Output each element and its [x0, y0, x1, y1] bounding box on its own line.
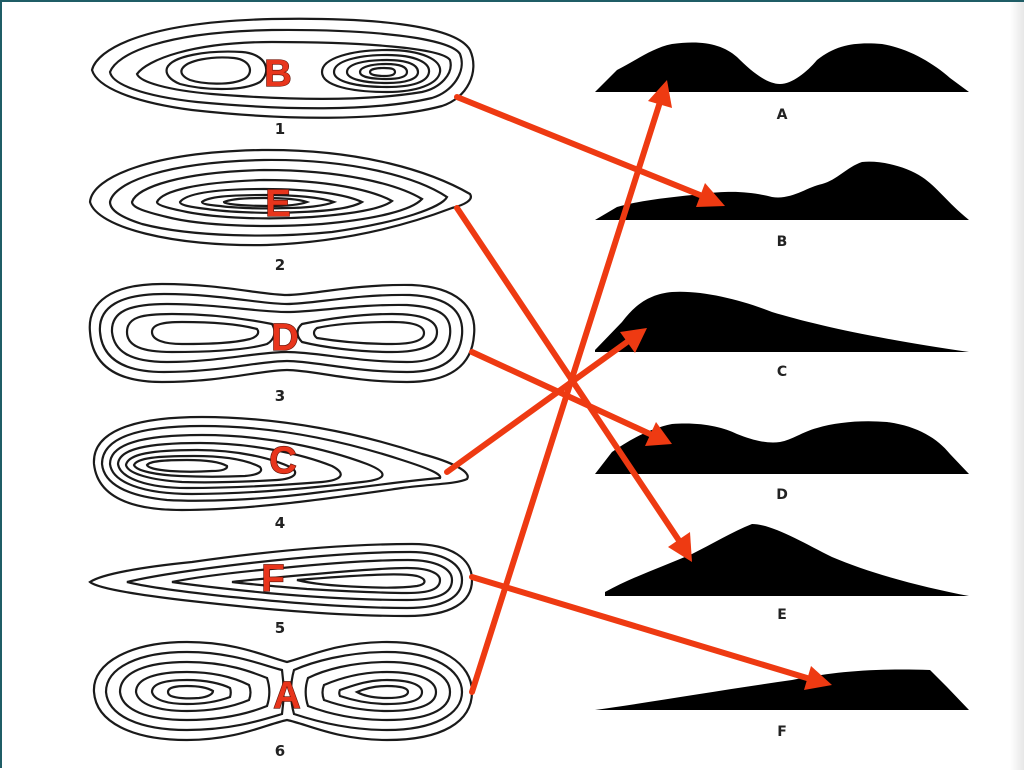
contour-map-4-answer: C: [269, 440, 296, 482]
profile-d: [595, 421, 969, 474]
profile-d-label: D: [776, 487, 788, 503]
profile-f-label: F: [777, 724, 787, 740]
profile-c: [595, 291, 969, 352]
contour-map-1: [90, 17, 475, 119]
contour-map-4-number: 4: [275, 514, 285, 532]
arrow-map1-to-profile-b: [454, 94, 725, 207]
contour-map-1-answer: B: [264, 53, 291, 95]
profile-f: [595, 669, 969, 710]
profile-a: [595, 42, 969, 92]
profile-b-label: B: [777, 234, 788, 250]
contour-map-3: [88, 282, 476, 384]
contour-map-6-answer: A: [273, 675, 300, 717]
contour-map-4: [92, 415, 469, 512]
profile-e: [605, 524, 969, 596]
profile-a-label: A: [777, 107, 788, 123]
contour-map-2-answer: E: [265, 183, 290, 225]
profile-b: [595, 161, 969, 220]
contour-map-6-number: 6: [275, 742, 285, 760]
slide-edge-shadow: [1010, 2, 1024, 770]
contour-map-3-answer: D: [271, 317, 298, 359]
contour-map-3-number: 3: [275, 387, 285, 405]
arrow-map5-to-profile-f: [469, 574, 832, 690]
contour-map-5-answer: F: [261, 558, 284, 600]
contour-map-2: [88, 148, 472, 247]
contour-map-1-number: 1: [275, 120, 285, 138]
contour-map-5-number: 5: [275, 619, 285, 637]
arrow-map2-to-profile-e: [454, 205, 692, 562]
profile-e-label: E: [777, 607, 787, 623]
profile-c-label: C: [777, 364, 787, 380]
contour-map-2-number: 2: [275, 256, 285, 274]
arrow-map6-to-profile-a: [469, 80, 672, 695]
arrow-map4-to-profile-c: [444, 328, 647, 475]
